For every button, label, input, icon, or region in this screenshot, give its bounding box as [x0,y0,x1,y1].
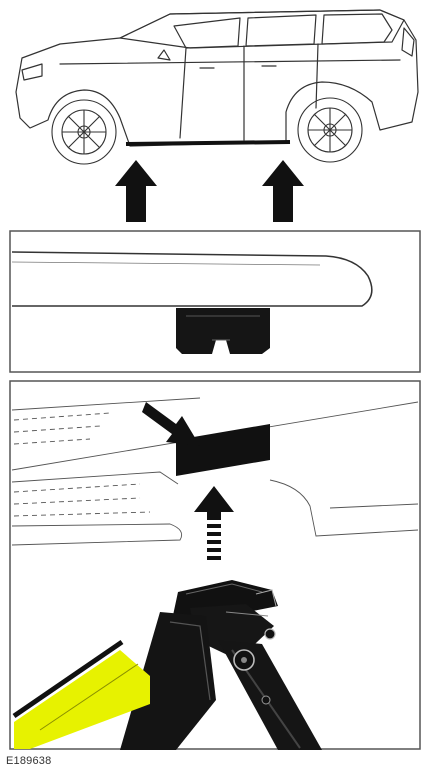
jack-detail-panel [10,381,420,750]
sill-detail-panel [10,231,420,372]
sill-profile [12,252,372,306]
front-wheel [52,100,116,164]
figure-id-label: E189638 [6,755,51,767]
front-jack-point-arrow [115,160,157,222]
rear-wheel [298,98,362,162]
car-outline [16,10,418,146]
rear-jack-point-arrow [262,160,304,222]
sill-highlight [126,142,290,144]
vehicle-side-view [16,10,418,222]
